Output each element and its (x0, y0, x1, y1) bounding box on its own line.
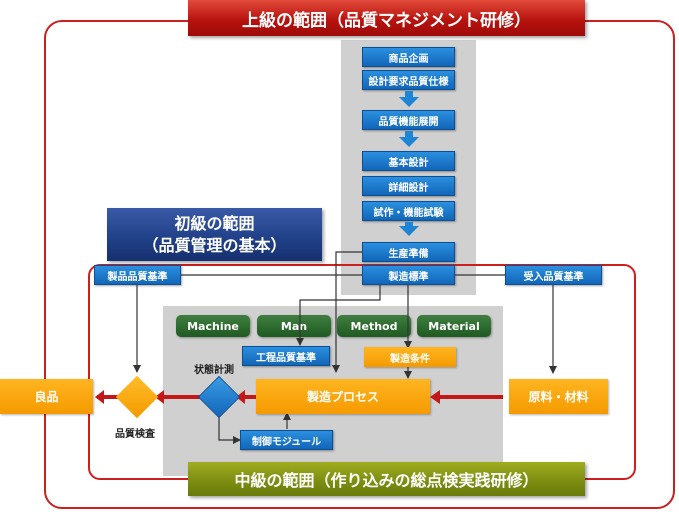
flow-detailed-design: 詳細設計 (362, 176, 455, 196)
flow-arrow-stem (405, 222, 413, 226)
flow-basic-design: 基本設計 (362, 151, 455, 171)
manufacturing-process: 製造プロセス (256, 379, 430, 414)
state-measurement-label: 状態計測 (194, 365, 234, 376)
product-quality-standard: 製品品質基準 (94, 265, 181, 285)
flow-production-prep: 生産準備 (362, 242, 455, 262)
control-module: 制御モジュール (240, 430, 333, 450)
flow-arrow-down-icon (399, 97, 419, 107)
flow-arrow-down-icon (399, 226, 419, 236)
basic-scope-title: 初級の範囲 (174, 213, 255, 233)
intermediate-scope-banner: 中級の範囲（作り込みの総点検実践研修） (188, 462, 585, 496)
good-product: 良品 (0, 379, 93, 414)
process-quality-standard: 工程品質基準 (242, 346, 330, 366)
basic-scope-subtitle: （品質管理の基本） (142, 235, 287, 255)
flow-prototype-test: 試作・機能試験 (362, 201, 455, 221)
4m-machine: Machine (176, 315, 250, 337)
flow-product-planning: 商品企画 (362, 47, 455, 67)
raw-materials: 原料・材料 (509, 379, 608, 414)
4m-method: Method (337, 315, 411, 337)
4m-material: Material (417, 315, 491, 337)
flow-design-requirements: 設計要求品質仕様 (362, 70, 455, 90)
flow-arrow-down-icon (399, 137, 419, 147)
flow-qfd: 品質機能展開 (362, 110, 455, 130)
flow-arrow-stem (405, 131, 413, 137)
quality-inspection-label: 品質検査 (115, 429, 155, 440)
flow-arrow-stem (405, 91, 413, 97)
basic-scope-banner: 初級の範囲 （品質管理の基本） (107, 208, 322, 261)
advanced-scope-banner: 上級の範囲（品質マネジメント研修） (188, 0, 585, 36)
flow-manufacturing-standard: 製造標準 (362, 265, 455, 285)
incoming-quality-standard: 受入品質基準 (505, 265, 602, 285)
manufacturing-conditions: 製造条件 (364, 347, 456, 367)
